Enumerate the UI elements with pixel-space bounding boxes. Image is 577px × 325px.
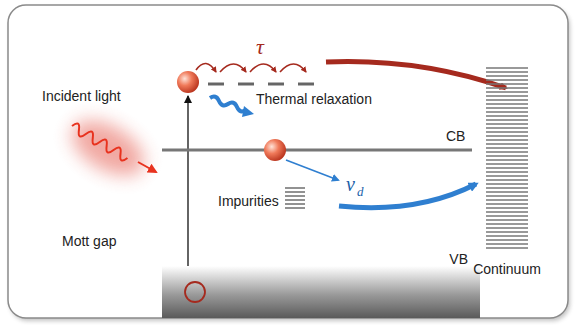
continuum-levels: Continuum — [470, 64, 554, 284]
band-gradient — [162, 266, 480, 318]
band-label: CB — [446, 129, 465, 144]
gap-label: Mott gap — [62, 234, 116, 249]
valence-band: VB — [162, 256, 480, 318]
continuum-label: Continuum — [473, 262, 541, 277]
band-label: VB — [449, 252, 468, 267]
impurity-label: Impurities — [218, 194, 279, 209]
relaxation-label: Thermal relaxation — [256, 92, 372, 107]
hole-symbol — [162, 256, 480, 318]
impurity-levels: Impurities — [218, 184, 309, 212]
velocity-symbol: v — [346, 173, 355, 196]
tau-label: τ — [256, 34, 264, 60]
flow-arrow — [339, 184, 476, 208]
level-stack — [470, 64, 554, 284]
velocity-subscript: d — [357, 184, 364, 200]
light-label: Incident light — [42, 89, 121, 104]
